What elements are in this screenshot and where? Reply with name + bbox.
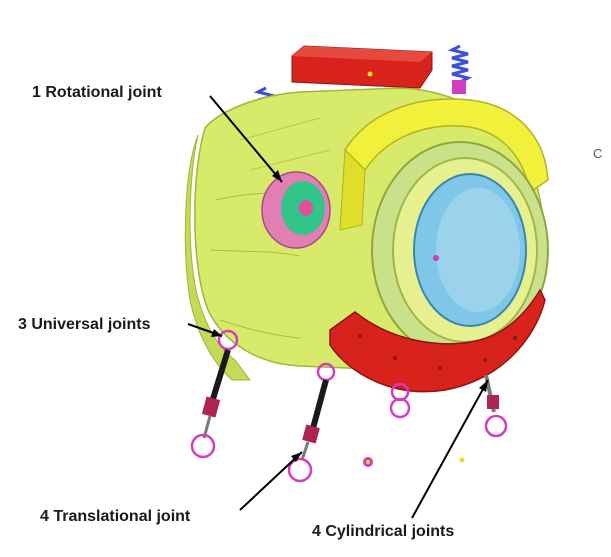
top-counterweight bbox=[291, 45, 433, 89]
marker-dot bbox=[367, 71, 373, 77]
label-universal-joints: 3 Universal joints bbox=[18, 316, 151, 333]
callout-rotational bbox=[209, 95, 283, 183]
label-translational-joint: 4 Translational joint bbox=[40, 508, 191, 525]
marker-dot bbox=[459, 457, 465, 463]
callout-translational bbox=[239, 451, 303, 511]
damper-mid-right bbox=[389, 397, 411, 419]
rotational-joint bbox=[261, 171, 331, 249]
label-cylindrical-joints: 4 Cylindrical joints bbox=[312, 523, 455, 540]
damper-right bbox=[484, 374, 508, 438]
front-ring bbox=[339, 98, 549, 231]
edge-text-fragment: C bbox=[593, 146, 603, 161]
drum-door bbox=[371, 141, 549, 359]
label-rotational-joint: 1 Rotational joint bbox=[32, 84, 162, 101]
callout-cylindrical bbox=[411, 379, 489, 519]
universal-joint-1 bbox=[217, 329, 239, 351]
callout-universal bbox=[187, 323, 223, 337]
marker-dot bbox=[366, 460, 370, 464]
spring-top-right bbox=[447, 44, 473, 94]
damper-center bbox=[287, 379, 329, 483]
damper-left bbox=[190, 349, 231, 459]
